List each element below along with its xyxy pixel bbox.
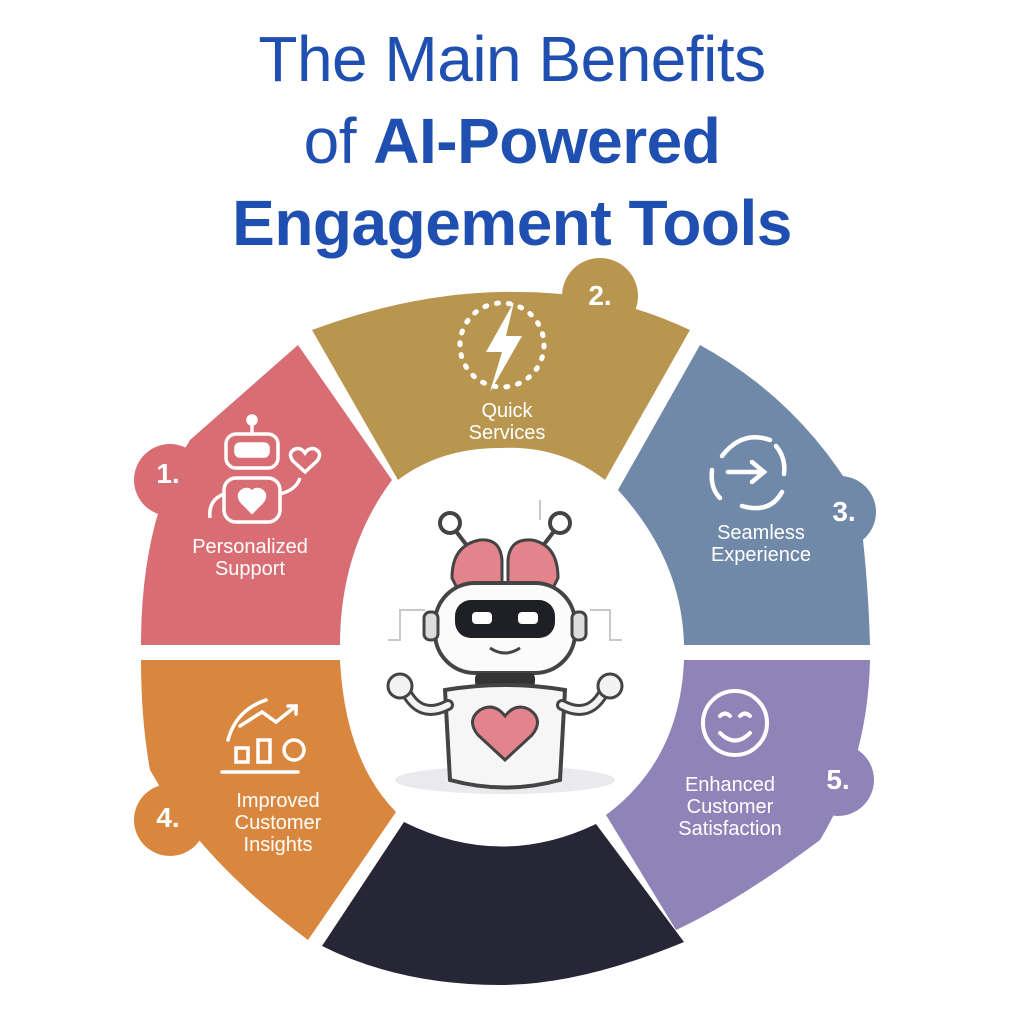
- segment-label-line: Insights: [243, 834, 313, 856]
- segment-enhanced: [606, 660, 870, 930]
- segment-quick: [312, 291, 690, 480]
- number-bubble-1: [134, 444, 206, 516]
- title-line-1: The Main Benefits: [258, 23, 766, 95]
- smiley-icon: [701, 689, 769, 757]
- number-bubble-5: [802, 744, 874, 816]
- segment-improved: [141, 660, 396, 940]
- segment-label-line: Services: [468, 422, 546, 444]
- segment-label-personalized: Personalized Support: [170, 536, 330, 580]
- segment-label-line: Customer: [234, 812, 322, 834]
- robot-heart-icon: [208, 414, 322, 524]
- segment-label-line: Satisfaction: [678, 818, 782, 840]
- segment-label-line: Personalized: [192, 536, 308, 558]
- title-line-2-bold: AI-Powered: [373, 105, 721, 177]
- number-bubble-3: [804, 476, 876, 548]
- number-2: 2.: [588, 280, 612, 311]
- number-4: 4.: [156, 802, 180, 833]
- segment-label-line: Support: [214, 558, 286, 580]
- number-bubble-4: [134, 784, 206, 856]
- segment-label-improved: Improved Customer Insights: [208, 790, 348, 856]
- segment-label-line: Enhanced: [684, 774, 776, 796]
- segment-personalized: [141, 345, 392, 645]
- chart-growth-icon: [220, 698, 306, 774]
- robot-brain-heart-icon: [386, 500, 624, 794]
- title-line-2: of AI-Powered: [0, 100, 1024, 182]
- number-1: 1.: [156, 458, 180, 489]
- number-bubble-2: [562, 258, 638, 334]
- segment-label-enhanced: Enhanced Customer Satisfaction: [650, 774, 810, 840]
- segment-label-line: Quick: [481, 400, 533, 422]
- number-3: 3.: [832, 496, 856, 527]
- page-title: The Main Benefits of AI-Powered Engageme…: [0, 18, 1024, 264]
- segment-label-line: Customer: [686, 796, 774, 818]
- segment-seamless: [618, 345, 870, 645]
- segment-label-quick: Quick Services: [432, 400, 582, 444]
- title-line-2-prefix: of: [303, 105, 357, 177]
- segment-label-line: Improved: [236, 790, 320, 812]
- segment-label-seamless: Seamless Experience: [686, 522, 836, 566]
- lightning-icon: [457, 300, 547, 392]
- segment-label-line: Seamless: [717, 522, 805, 544]
- arrow-cycle-icon: [709, 435, 787, 511]
- segment-bottom: [322, 822, 684, 985]
- segment-label-line: Experience: [710, 544, 812, 566]
- number-5: 5.: [826, 764, 850, 795]
- title-line-3: Engagement Tools: [232, 187, 792, 259]
